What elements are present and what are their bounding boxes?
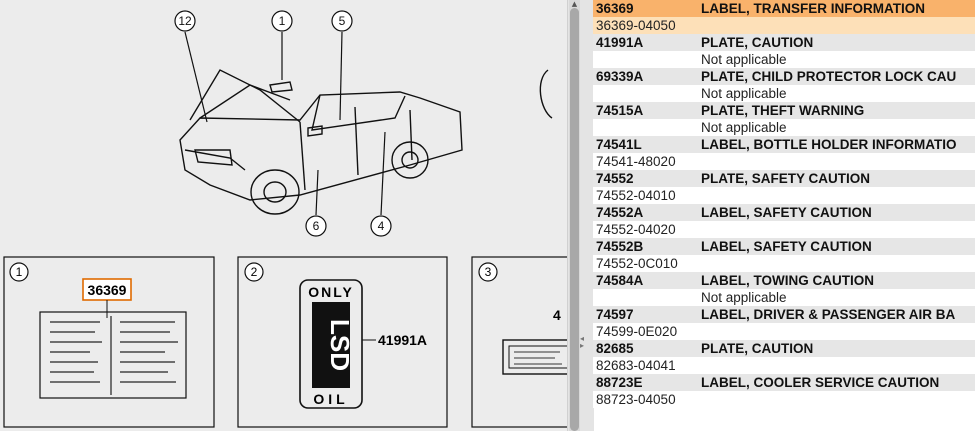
panel-2-number: 2 — [251, 265, 258, 279]
part-code: 74552 — [596, 171, 634, 186]
part-note-row: Not applicable — [593, 119, 975, 136]
part-number: 74541-48020 — [596, 154, 676, 169]
panel-3-part-label[interactable]: 4 — [553, 307, 561, 323]
callout-5[interactable]: 5 — [339, 14, 346, 28]
scroll-up-icon[interactable]: ▲ — [571, 0, 578, 8]
label-text-lines — [50, 316, 178, 395]
part-note: Not applicable — [701, 290, 787, 305]
part-number-row[interactable]: 82683-04041 — [593, 357, 975, 374]
part-note: Not applicable — [701, 86, 787, 101]
parts-diagram[interactable]: 12 1 5 6 4 1 36369 2 ONLY LSD — [0, 0, 567, 431]
part-code: 69339A — [596, 69, 644, 84]
callout-6[interactable]: 6 — [313, 219, 320, 233]
part-code: 36369 — [596, 1, 634, 16]
part-description: LABEL, BOTTLE HOLDER INFORMATIO — [701, 137, 957, 152]
lsd-oil-plate-drawing — [299, 279, 363, 409]
part-description: PLATE, CAUTION — [701, 341, 814, 356]
part-note-row: Not applicable — [593, 85, 975, 102]
part-description: LABEL, DRIVER & PASSENGER AIR BA — [701, 307, 956, 322]
splitter-arrows-icon[interactable]: ◂▸ — [580, 334, 585, 350]
parts-list: 36369 LABEL, TRANSFER INFORMATION 36369-0… — [593, 0, 975, 431]
callout-4[interactable]: 4 — [378, 219, 385, 233]
part-code: 88723E — [596, 375, 643, 390]
part-code: 82685 — [596, 341, 634, 356]
part-row-74584A[interactable]: 74584A LABEL, TOWING CAUTION — [593, 272, 975, 289]
callout-12[interactable]: 12 — [178, 14, 192, 28]
transfer-info-label-drawing — [39, 311, 187, 399]
part-row-74552B[interactable]: 74552B LABEL, SAFETY CAUTION — [593, 238, 975, 255]
part-row-74597[interactable]: 74597 LABEL, DRIVER & PASSENGER AIR BA — [593, 306, 975, 323]
part-number-row[interactable]: 36369-04050 — [593, 17, 975, 34]
part-description: LABEL, COOLER SERVICE CAUTION — [701, 375, 940, 390]
part-number: 74552-0C010 — [596, 256, 678, 271]
part-code: 41991A — [596, 35, 644, 50]
part-code: 74515A — [596, 103, 644, 118]
diagram-drawing: 12 1 5 6 4 1 36369 2 ONLY LSD — [3, 10, 567, 428]
part-code: 74552B — [596, 239, 644, 254]
panel-3-number: 3 — [485, 265, 492, 279]
part-row-69339A[interactable]: 69339A PLATE, CHILD PROTECTOR LOCK CAU — [593, 68, 975, 85]
part-number-row[interactable]: 74552-04010 — [593, 187, 975, 204]
callout-1[interactable]: 1 — [279, 14, 286, 28]
part-row-41991A[interactable]: 41991A PLATE, CAUTION — [593, 34, 975, 51]
part-row-88723E[interactable]: 88723E LABEL, COOLER SERVICE CAUTION — [593, 374, 975, 391]
part-number: 74552-04020 — [596, 222, 676, 237]
part-row-36369[interactable]: 36369 LABEL, TRANSFER INFORMATION — [593, 0, 975, 17]
part-description: PLATE, CAUTION — [701, 35, 814, 50]
part-number: 74599-0E020 — [596, 324, 678, 339]
part-description: LABEL, TRANSFER INFORMATION — [701, 1, 925, 16]
part-number-row[interactable]: 74552-04020 — [593, 221, 975, 238]
part-note: Not applicable — [701, 52, 787, 67]
truck-drawing — [179, 69, 553, 215]
panel-1-part-label[interactable]: 36369 — [88, 282, 127, 298]
part-description: PLATE, THEFT WARNING — [701, 103, 865, 118]
part-note-row: Not applicable — [593, 289, 975, 306]
plate-inner-block — [312, 302, 350, 388]
part-row-74515A[interactable]: 74515A PLATE, THEFT WARNING — [593, 102, 975, 119]
detail-panel-2: 2 ONLY LSD OIL 41991A — [237, 256, 448, 428]
part-description: LABEL, SAFETY CAUTION — [701, 239, 872, 254]
callout-circles — [174, 10, 392, 237]
plate-mid-text: LSD — [325, 319, 355, 371]
part-code: 74597 — [596, 307, 634, 322]
part-note-row: Not applicable — [593, 51, 975, 68]
part-code: 74541L — [596, 137, 642, 152]
part-row-82685[interactable]: 82685 PLATE, CAUTION — [593, 340, 975, 357]
part-number-row[interactable]: 88723-04050 — [593, 391, 975, 408]
diagram-scrollbar[interactable]: ▲ — [569, 0, 580, 431]
part-number-row[interactable]: 74599-0E020 — [593, 323, 975, 340]
part-number-row[interactable]: 74541-48020 — [593, 153, 975, 170]
part-row-74552A[interactable]: 74552A LABEL, SAFETY CAUTION — [593, 204, 975, 221]
plate-top-text: ONLY — [308, 284, 354, 300]
part-number: 82683-04041 — [596, 358, 676, 373]
panel-2-part-label[interactable]: 41991A — [378, 332, 427, 348]
detail-panel-1: 1 36369 — [3, 256, 215, 428]
panel-1-number: 1 — [16, 265, 23, 279]
part-number: 74552-04010 — [596, 188, 676, 203]
part-row-74541L[interactable]: 74541L LABEL, BOTTLE HOLDER INFORMATIO — [593, 136, 975, 153]
part-note: Not applicable — [701, 120, 787, 135]
plate-bottom-text: OIL — [313, 391, 348, 407]
part-code: 74552A — [596, 205, 644, 220]
part-row-74552[interactable]: 74552 PLATE, SAFETY CAUTION — [593, 170, 975, 187]
part-number: 36369-04050 — [596, 18, 676, 33]
part-description: PLATE, CHILD PROTECTOR LOCK CAU — [701, 69, 957, 84]
part-description: LABEL, SAFETY CAUTION — [701, 205, 872, 220]
scrollbar-thumb[interactable] — [570, 8, 579, 431]
detail-panel-3: 3 4 — [471, 256, 567, 428]
part-description: LABEL, TOWING CAUTION — [701, 273, 874, 288]
part-number: 88723-04050 — [596, 392, 676, 407]
part-number-row[interactable]: 74552-0C010 — [593, 255, 975, 272]
part-description: PLATE, SAFETY CAUTION — [701, 171, 871, 186]
part-code: 74584A — [596, 273, 644, 288]
callout-leaders — [184, 31, 386, 216]
